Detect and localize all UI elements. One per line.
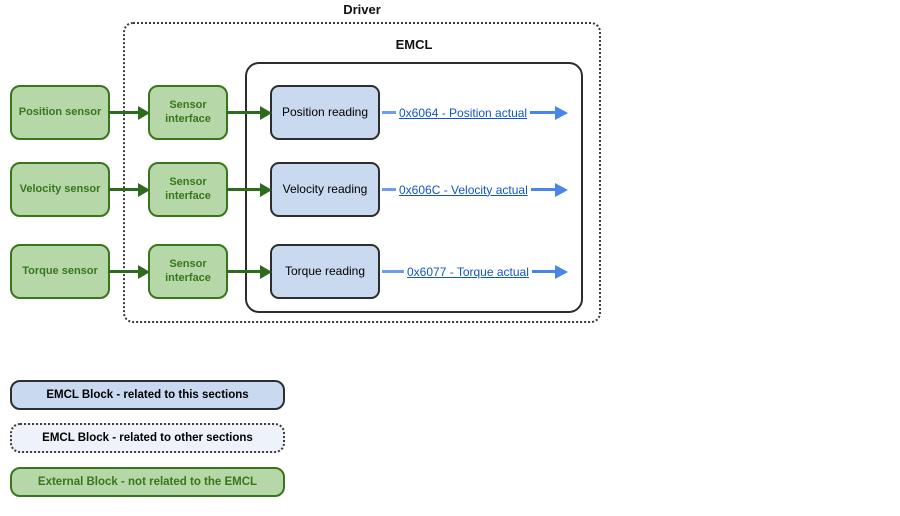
torque-actual-link[interactable]: 0x6077 - Torque actual <box>407 264 529 279</box>
connector-line <box>531 270 555 273</box>
arrow-right-icon <box>108 85 150 140</box>
connector-line <box>382 188 396 191</box>
torque-row: Torque sensor Sensor interface Torque re… <box>10 244 570 299</box>
driver-container-box <box>123 22 601 323</box>
torque-actual-output: 0x6077 - Torque actual <box>382 244 568 299</box>
position-actual-output: 0x6064 - Position actual <box>382 85 568 140</box>
legend-emcl-other-sections: EMCL Block - related to other sections <box>10 423 285 453</box>
velocity-sensor-block: Velocity sensor <box>10 162 110 217</box>
position-actual-link[interactable]: 0x6064 - Position actual <box>399 105 528 120</box>
emcl-title: EMCL <box>395 37 433 52</box>
arrow-right-icon <box>555 105 568 120</box>
velocity-reading-block: Velocity reading <box>270 162 380 217</box>
arrow-right-icon <box>226 244 272 299</box>
arrow-right-icon <box>555 182 568 197</box>
position-sensor-block: Position sensor <box>10 85 110 140</box>
arrow-right-icon <box>108 162 150 217</box>
connector-line <box>530 111 555 114</box>
arrow-right-icon <box>108 244 150 299</box>
arrow-right-icon <box>226 85 272 140</box>
connector-line <box>382 270 404 273</box>
velocity-row: Velocity sensor Sensor interface Velocit… <box>10 162 570 217</box>
sensor-interface-block: Sensor interface <box>148 162 228 217</box>
arrow-right-icon <box>226 162 272 217</box>
velocity-actual-output: 0x606C - Velocity actual <box>382 162 568 217</box>
sensor-interface-block: Sensor interface <box>148 244 228 299</box>
sensor-interface-block: Sensor interface <box>148 85 228 140</box>
legend-emcl-this-section: EMCL Block - related to this sections <box>10 380 285 410</box>
driver-title: Driver <box>343 2 381 17</box>
legend-external-block: External Block - not related to the EMCL <box>10 467 285 497</box>
position-row: Position sensor Sensor interface Positio… <box>10 85 570 140</box>
position-reading-block: Position reading <box>270 85 380 140</box>
connector-line <box>530 188 555 191</box>
velocity-actual-link[interactable]: 0x606C - Velocity actual <box>399 182 528 197</box>
connector-line <box>382 111 396 114</box>
torque-sensor-block: Torque sensor <box>10 244 110 299</box>
arrow-right-icon <box>555 264 568 279</box>
torque-reading-block: Torque reading <box>270 244 380 299</box>
